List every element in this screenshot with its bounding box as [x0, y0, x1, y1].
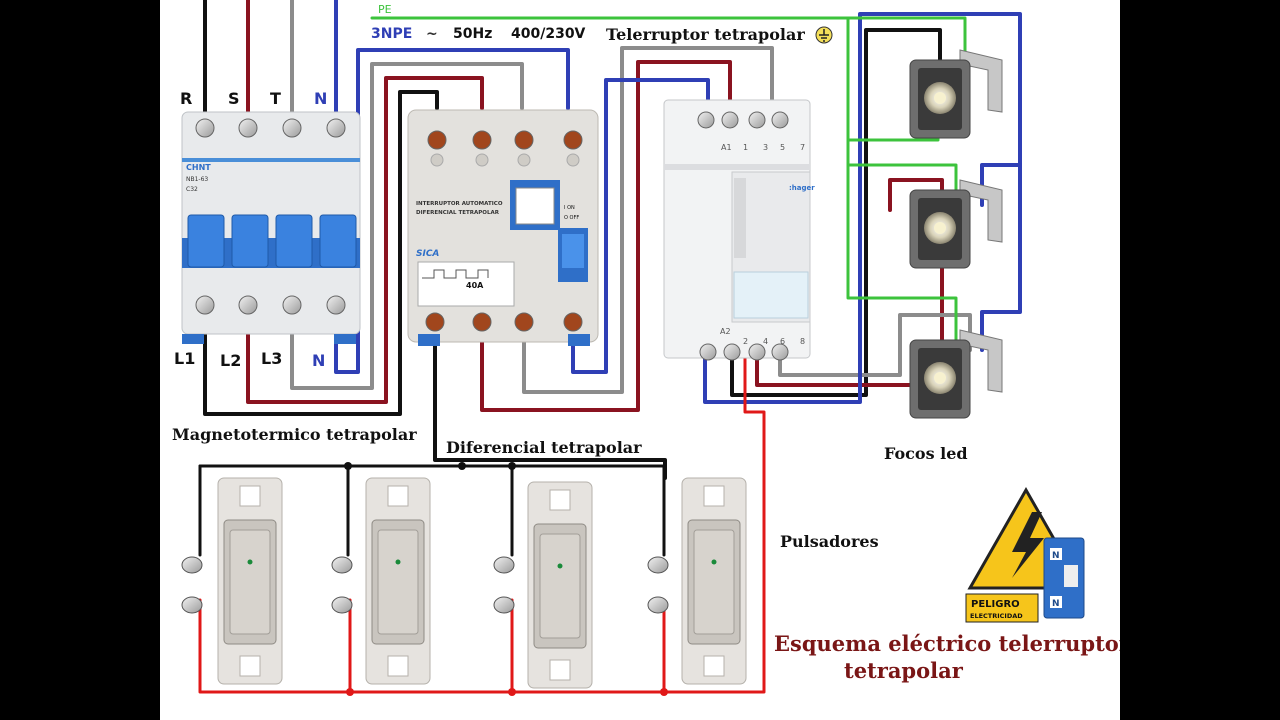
- pushbutton: [365, 477, 431, 685]
- relay-terminal-7: 7: [800, 143, 805, 152]
- logo-badge-top: N: [1052, 551, 1060, 561]
- rcd-current: 40A: [466, 281, 484, 290]
- output-label-l3: L3: [261, 349, 282, 368]
- relay-terminal-3: 3: [763, 143, 768, 152]
- output-label-l1: L1: [174, 349, 195, 368]
- terminal-screw: [181, 556, 203, 574]
- wire-out-4: [755, 178, 944, 387]
- phase-label-n: N: [314, 89, 327, 108]
- wires: [198, 0, 1022, 694]
- terminal-screw: [181, 596, 203, 614]
- wire-out-2: [730, 28, 942, 397]
- relay-terminal-a1: A1: [721, 143, 732, 152]
- rcd-line2: DIFERENCIAL TETRAPOLAR: [416, 210, 500, 216]
- terminal-screw: [493, 556, 515, 574]
- pushbutton: [527, 481, 593, 689]
- spec-voltage: 400/230V: [511, 26, 586, 42]
- led-floodlight: [909, 49, 1003, 139]
- wire-l2-breaker-rcd: [246, 76, 484, 404]
- terminal-screw: [331, 556, 353, 574]
- junction-dots: [344, 462, 668, 696]
- logo-badge-bottom: N: [1052, 599, 1060, 609]
- relay-terminal-a2: A2: [720, 327, 731, 336]
- relay-terminal-5: 5: [780, 143, 785, 152]
- phase-label-r: R: [180, 89, 192, 108]
- pe-label: PE: [378, 3, 392, 16]
- diagram-canvas: R S T N PE 3NPE ~ 50Hz 400/230V CHNT NB1…: [160, 0, 1120, 720]
- wire-l2-rcd-relay: [480, 60, 732, 412]
- relay-terminal-4: 4: [763, 337, 768, 346]
- output-label-n: N: [312, 351, 325, 370]
- rcd-off-label: O OFF: [564, 215, 579, 221]
- spec-prefix: 3NPE: [371, 26, 412, 42]
- pushbutton: [681, 477, 747, 685]
- terminal-screw: [493, 596, 515, 614]
- pushbutton: [217, 477, 283, 685]
- phase-label-s: S: [228, 89, 240, 108]
- wire-n-rcd-relay: [571, 78, 710, 374]
- earth-icon: [815, 26, 833, 44]
- wire-control-return: [198, 343, 766, 694]
- spec-symbol: ~: [426, 26, 438, 42]
- junction-dot: [344, 462, 352, 470]
- wire-neutral-lights: [703, 12, 1022, 404]
- pushbutton-terminals: [181, 556, 669, 614]
- junction-dot: [508, 462, 516, 470]
- supply-phase-labels: R S T N: [180, 89, 327, 108]
- relay-tetrapolar: :hager A1 1 3 5 7 A2 2 4 6 8: [663, 99, 815, 361]
- rcd-on-label: I ON: [564, 205, 575, 211]
- breaker-caption: Magnetotermico tetrapolar: [172, 425, 417, 444]
- output-label-l2: L2: [220, 351, 241, 370]
- breaker-model: NB1-63: [186, 176, 208, 183]
- relay-caption: Telerruptor tetrapolar: [606, 25, 805, 44]
- lights-caption: Focos led: [884, 444, 968, 463]
- wire-out-6: [778, 313, 972, 377]
- terminal-screw: [647, 596, 669, 614]
- logo-line2: ELECTRICIDAD: [970, 612, 1023, 620]
- spec-frequency: 50Hz: [453, 26, 492, 42]
- supply-spec: 3NPE ~ 50Hz 400/230V: [371, 26, 586, 42]
- relay-brand: :hager: [789, 184, 815, 192]
- wire-control-phase: [198, 464, 666, 557]
- phase-label-t: T: [270, 89, 281, 108]
- breaker-tetrapolar: CHNT NB1-63 C32: [181, 111, 361, 344]
- logo-line1: PELIGRO: [971, 599, 1020, 610]
- rcd-line1: INTERRUPTOR AUTOMATICO: [416, 201, 503, 207]
- rcd-caption: Diferencial tetrapolar: [446, 438, 642, 457]
- led-floodlight: [909, 179, 1003, 269]
- junction-dot: [508, 688, 516, 696]
- lightning-icon: [1012, 512, 1044, 578]
- relay-terminal-6: 6: [780, 337, 785, 346]
- led-floodlight: [909, 329, 1003, 419]
- junction-dot: [458, 462, 466, 470]
- rcd-brand: SICA: [416, 249, 439, 259]
- diagram-title-line2: tetrapolar: [844, 658, 964, 683]
- junction-dot: [346, 688, 354, 696]
- diagram-title-line1: Esquema eléctrico telerruptor: [774, 631, 1120, 656]
- breaker-output-labels: L1 L2 L3 N: [174, 349, 325, 370]
- wiring-diagram: R S T N PE 3NPE ~ 50Hz 400/230V CHNT NB1…: [172, 0, 1120, 696]
- breaker-rating: C32: [186, 186, 198, 193]
- rcd-tetrapolar: INTERRUPTOR AUTOMATICO DIFERENCIAL TETRA…: [407, 109, 599, 346]
- breaker-brand: CHNT: [186, 163, 211, 172]
- wire-l1-breaker-rcd: [203, 90, 439, 416]
- pushbuttons-caption: Pulsadores: [780, 532, 879, 551]
- terminal-screw: [331, 596, 353, 614]
- wire-l3-rcd-relay: [522, 46, 774, 394]
- terminal-screw: [647, 556, 669, 574]
- relay-terminal-1: 1: [743, 143, 748, 152]
- wire-l3-breaker-rcd: [290, 62, 524, 390]
- wire-earth-2: [846, 16, 958, 347]
- danger-electricity-logo: N N PELIGRO ELECTRICIDAD: [965, 486, 1085, 623]
- junction-dot: [660, 688, 668, 696]
- relay-terminal-2: 2: [743, 337, 748, 346]
- relay-terminal-8: 8: [800, 337, 805, 346]
